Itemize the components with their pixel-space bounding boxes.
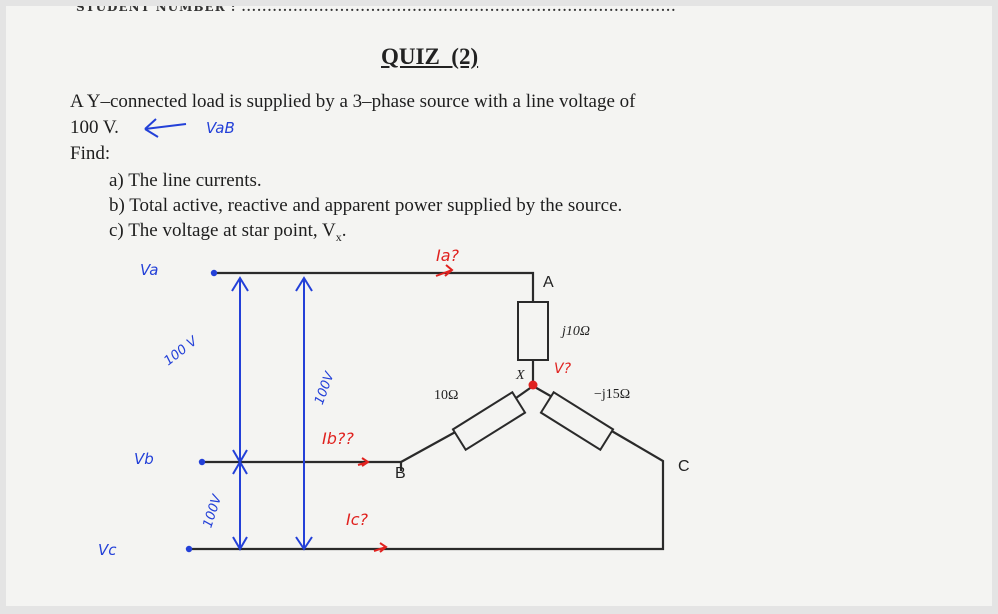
vab-annotation: VaB bbox=[206, 119, 235, 137]
circuit-wires bbox=[189, 271, 665, 551]
wire-a bbox=[214, 271, 535, 302]
item-c-text: The voltage at star point, V bbox=[128, 220, 336, 241]
circuit-diagram bbox=[144, 118, 665, 553]
quiz-paper: STUDENT NUMBER : .......................… bbox=[6, 6, 992, 606]
zb-label: 10Ω bbox=[434, 388, 459, 403]
zb-box bbox=[451, 390, 527, 452]
item-b-text: Total active, reactive and apparent powe… bbox=[129, 195, 623, 216]
wire-b bbox=[202, 460, 403, 471]
problem-line-2: 100 V. bbox=[70, 117, 119, 138]
va-annotation: Va bbox=[140, 261, 159, 279]
student-number-field: STUDENT NUMBER : .......................… bbox=[76, 6, 677, 14]
ib-annotation: Ib?? bbox=[322, 429, 354, 448]
find-label: Find: bbox=[70, 143, 111, 164]
ic-annotation: Ic? bbox=[346, 510, 369, 529]
item-b: b) Total active, reactive and apparent p… bbox=[109, 195, 622, 217]
vab-arrow bbox=[144, 118, 187, 138]
vx-question-annotation: V? bbox=[554, 361, 572, 377]
vb-annotation: Vb bbox=[134, 450, 154, 468]
node-x-label: X bbox=[516, 368, 525, 383]
item-b-letter: b) bbox=[109, 195, 125, 216]
node-b-label: B bbox=[395, 465, 406, 482]
wire-c bbox=[189, 429, 665, 551]
voltage-arrows bbox=[231, 276, 313, 551]
item-a-text: The line currents. bbox=[128, 170, 262, 191]
zc-box bbox=[539, 390, 615, 452]
zc-label: −j15Ω bbox=[594, 387, 631, 402]
za-label: j10Ω bbox=[562, 324, 591, 339]
quiz-title: QUIZ (2) bbox=[381, 44, 479, 69]
ia-annotation: Ia? bbox=[436, 246, 460, 265]
vc-annotation: Vc bbox=[98, 541, 117, 559]
item-c: c) The voltage at star point, Vx. bbox=[109, 220, 346, 245]
impedance-boxes bbox=[451, 301, 615, 452]
item-a: a) The line currents. bbox=[109, 170, 262, 192]
terminal-dots bbox=[185, 269, 218, 553]
node-a-label: A bbox=[543, 274, 554, 291]
current-arrows bbox=[357, 264, 454, 553]
vx-suffix: . bbox=[341, 220, 347, 241]
wire-b-diag bbox=[400, 429, 460, 463]
star-point-dot bbox=[528, 380, 538, 390]
vx-subscript: x bbox=[335, 229, 342, 244]
item-c-letter: c) bbox=[109, 220, 124, 241]
problem-line-1: A Y–connected load is supplied by a 3–ph… bbox=[70, 91, 636, 112]
node-c-label: C bbox=[678, 458, 690, 475]
item-a-letter: a) bbox=[109, 170, 124, 191]
za-box bbox=[517, 301, 549, 361]
